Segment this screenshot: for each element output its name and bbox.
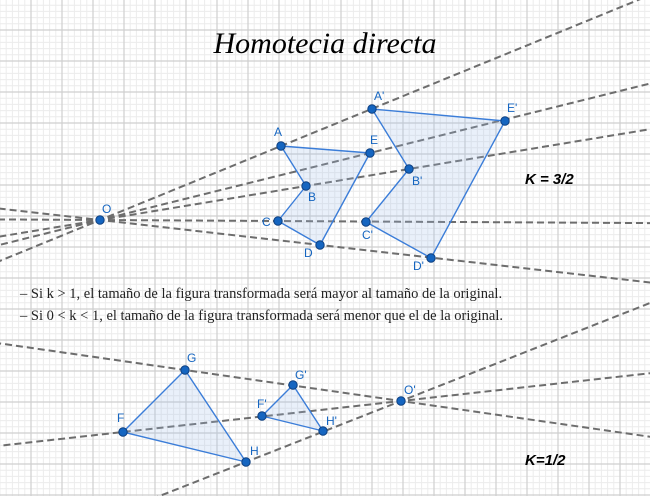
polygons bbox=[122, 108, 506, 463]
point-G-prime[interactable] bbox=[288, 380, 298, 390]
point-label: A' bbox=[374, 89, 384, 103]
point-label: O bbox=[102, 202, 111, 216]
point-label: H' bbox=[326, 414, 337, 428]
point-label: H bbox=[250, 444, 259, 458]
point-O-prime[interactable] bbox=[396, 396, 406, 406]
point-label: O' bbox=[404, 383, 416, 397]
point-label: A bbox=[274, 125, 282, 139]
points: O A E D C B A' E' D' C' B' O' F G H F' G' H' bbox=[95, 89, 517, 467]
point-H-prime[interactable] bbox=[318, 426, 328, 436]
point-F-prime[interactable] bbox=[257, 411, 267, 421]
point-label: B bbox=[308, 190, 316, 204]
point-F[interactable] bbox=[118, 427, 128, 437]
page-title: Homotecia directa bbox=[213, 27, 437, 60]
note-k-greater-than-1: – Si k > 1, el tamaño de la figura trans… bbox=[19, 286, 502, 302]
point-label: G bbox=[187, 351, 196, 365]
point-label: E' bbox=[507, 101, 517, 115]
triangle-FGH-prime[interactable] bbox=[261, 384, 324, 432]
k-label-figure1: K = 3/2 bbox=[525, 171, 574, 188]
point-E-prime[interactable] bbox=[500, 116, 510, 126]
point-label: F bbox=[117, 411, 124, 425]
point-A[interactable] bbox=[276, 141, 286, 151]
point-label: B' bbox=[412, 174, 422, 188]
point-label: E bbox=[370, 133, 378, 147]
point-C[interactable] bbox=[273, 216, 283, 226]
point-label: D' bbox=[413, 259, 424, 273]
point-B-prime[interactable] bbox=[404, 164, 414, 174]
point-O[interactable] bbox=[95, 215, 105, 225]
point-D-prime[interactable] bbox=[426, 253, 436, 263]
point-label: C bbox=[262, 215, 271, 229]
note-k-between-0-and-1: – Si 0 < k < 1, el tamaño de la figura t… bbox=[19, 308, 503, 324]
point-label: G' bbox=[295, 368, 307, 382]
point-H[interactable] bbox=[241, 457, 251, 467]
point-G[interactable] bbox=[180, 365, 190, 375]
polygon-ABCDE-prime[interactable] bbox=[365, 108, 506, 259]
point-A-prime[interactable] bbox=[367, 104, 377, 114]
polygon-ABCDE[interactable] bbox=[277, 145, 371, 246]
point-D[interactable] bbox=[315, 240, 325, 250]
point-C-prime[interactable] bbox=[361, 217, 371, 227]
point-label: F' bbox=[257, 397, 267, 411]
triangle-FGH[interactable] bbox=[122, 369, 247, 463]
point-E[interactable] bbox=[365, 148, 375, 158]
point-label: C' bbox=[362, 228, 373, 242]
point-B[interactable] bbox=[301, 181, 311, 191]
k-label-figure2: K=1/2 bbox=[525, 452, 566, 469]
point-label: D bbox=[304, 246, 313, 260]
